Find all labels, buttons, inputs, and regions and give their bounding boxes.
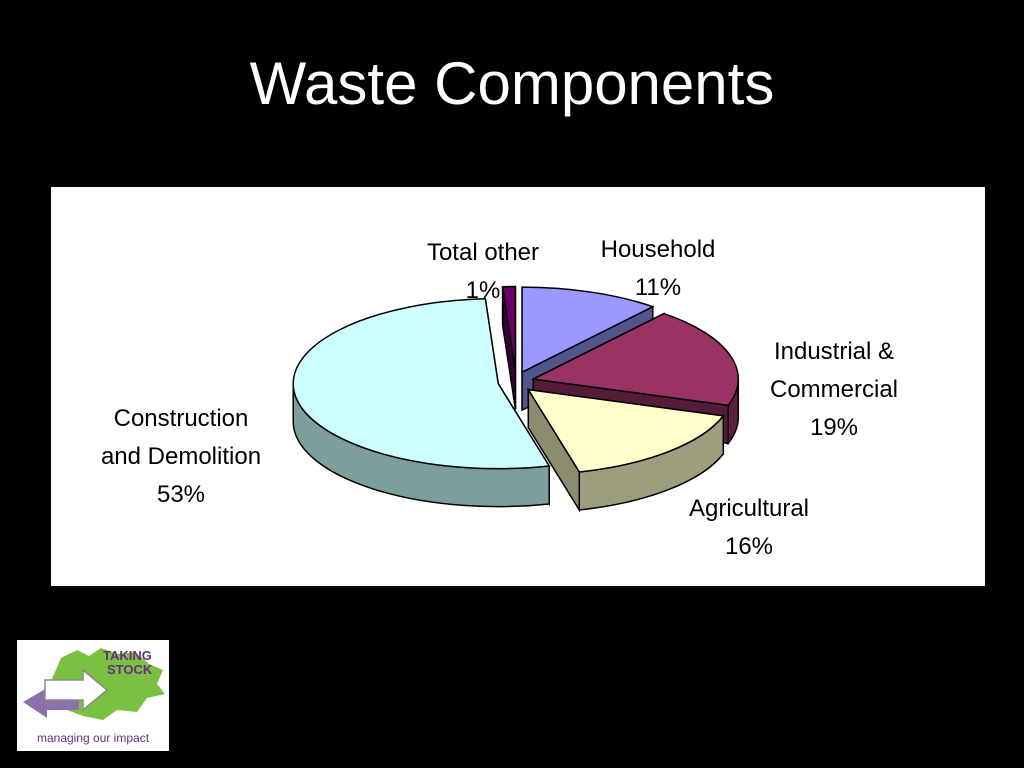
arrow-icon xyxy=(23,668,109,718)
logo-tagline: managing our impact xyxy=(36,731,150,745)
pie-slices xyxy=(292,285,740,513)
pie-slice-construction-and-demolition xyxy=(292,298,551,508)
taking-stock-logo: TAKING STOCK managing our impact xyxy=(17,640,169,751)
pie-slice-agricultural xyxy=(526,386,725,513)
pie-slice-total-other xyxy=(501,285,517,410)
pie-slice-industrial-commercial xyxy=(530,312,740,446)
slide-title: Waste Components xyxy=(249,50,775,117)
logo-line1: TAKING xyxy=(103,648,152,663)
logo-line2: STOCK xyxy=(107,662,153,677)
